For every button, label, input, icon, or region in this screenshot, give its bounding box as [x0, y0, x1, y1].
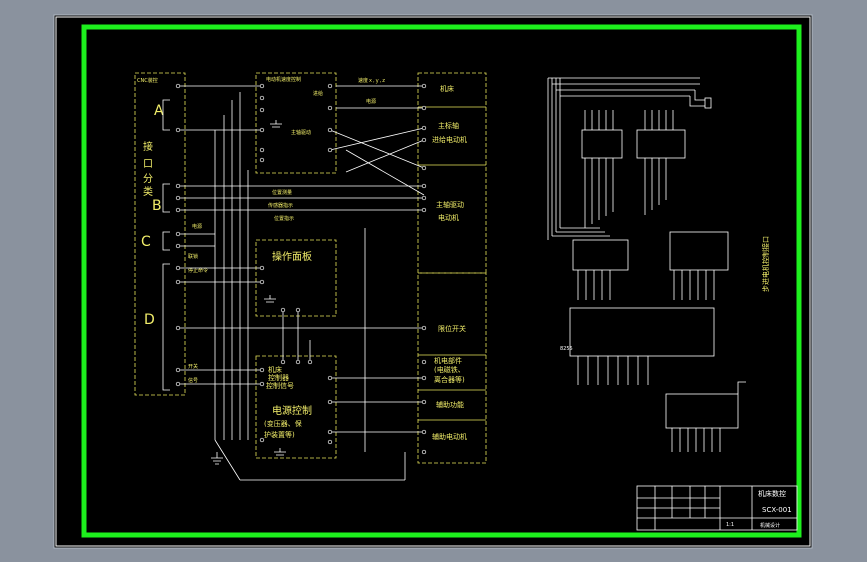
panel-label: 操作面板 [272, 250, 312, 263]
terminals [175, 83, 427, 455]
drawing-border [81, 24, 802, 538]
category-b: B [152, 198, 162, 214]
spindle-label-2: 进给电动机 [432, 135, 467, 144]
electrical-label-1: 机电部件 [434, 356, 462, 365]
motor-speed-label: 电动机速度控制 [266, 76, 301, 83]
category-d: D [144, 312, 155, 328]
limit-switch-label: 限位开关 [438, 324, 466, 333]
signal-power: 电源 [192, 223, 202, 230]
spindle-drive-block-1: 主轴驱动 [436, 200, 464, 209]
motor-speed-block: 电动机速度控制 进给 主轴驱动 [255, 72, 337, 174]
title-char-2: 口 [143, 159, 153, 170]
machine-ctrl-2: 控制器 [268, 373, 289, 382]
power-label-1: 电源控制 [272, 404, 312, 417]
machine-ctrl-1: 机床 [268, 365, 282, 374]
category-c: C [141, 234, 151, 250]
title-name: 机床数控 [758, 489, 786, 498]
wiring [178, 85, 425, 481]
stepper-title: 步进电机控制接口 [761, 236, 770, 292]
electrical-label-2: (电磁铁、 [434, 365, 465, 374]
title-char-4: 类 [143, 185, 153, 198]
machine-label: 机床 [440, 84, 454, 93]
title-char-3: 分 [143, 173, 153, 185]
chip-main-label: 8255 [560, 346, 573, 352]
operation-panel-block: 操作面板 [255, 239, 337, 317]
aux-function-label: 辅助功能 [436, 400, 464, 409]
electrical-label-3: 离合器等) [434, 375, 465, 384]
signal-speed: 速度ｘ,ｙ,ｚ [358, 77, 386, 84]
title-char-1: 接 [143, 140, 153, 153]
chip-bottom [665, 393, 739, 429]
signal-stop: 停止命令 [188, 267, 208, 274]
signal-enable: 联锁 [188, 253, 198, 260]
cnc-label: CNC装控 [137, 77, 158, 84]
interface-panel: CNC装控 A B C D 接 口 分 类 [134, 72, 186, 396]
spindle-label-1: 主标轴 [438, 121, 459, 130]
signal-sensor: 传感器指示 [268, 202, 293, 209]
feed-label: 进给 [313, 90, 323, 97]
title-scale: 1:1 [726, 522, 734, 528]
signal-switch: 开关 [188, 363, 198, 370]
chip-main [569, 307, 715, 357]
signal-position-measure: 位置测量 [272, 189, 292, 196]
power-label-3: 护装置等) [264, 430, 295, 439]
signal-labels: 速度ｘ,ｙ,ｚ 电源 位置测量 传感器指示 位置指示 电源 联锁 停止命令 开关… [188, 77, 386, 384]
signal-position-indicate: 位置指示 [274, 215, 294, 222]
title-org: 机械设计 [760, 522, 780, 529]
power-control-block: 电源控制 (变压器、保 护装置等) 机床 控制器 控制信号 [255, 355, 337, 459]
spindle-drive-block-2: 电动机 [438, 213, 459, 222]
power-label-2: (变压器、保 [264, 419, 302, 428]
category-a: A [154, 103, 164, 119]
chip-a [572, 239, 629, 271]
signal-elec: 电源 [366, 98, 376, 105]
control-signal: 控制信号 [266, 381, 294, 390]
spindle-drive-label: 主轴驱动 [291, 129, 311, 136]
chip-b [669, 231, 729, 271]
aux-motor-label: 辅助电动机 [432, 432, 467, 441]
machine-column: 机床 主标轴 进给电动机 主轴驱动 电动机 限位开关 机电部件 (电磁铁、 离合… [417, 72, 487, 464]
signal-signal: 信号 [188, 377, 198, 384]
title-drawing-no: SCX-001 [762, 506, 792, 514]
title-block: 机床数控 SCX-001 1:1 机械设计 [636, 485, 798, 531]
stepper-circuit: 步进电机控制接口 8255 [547, 77, 770, 452]
